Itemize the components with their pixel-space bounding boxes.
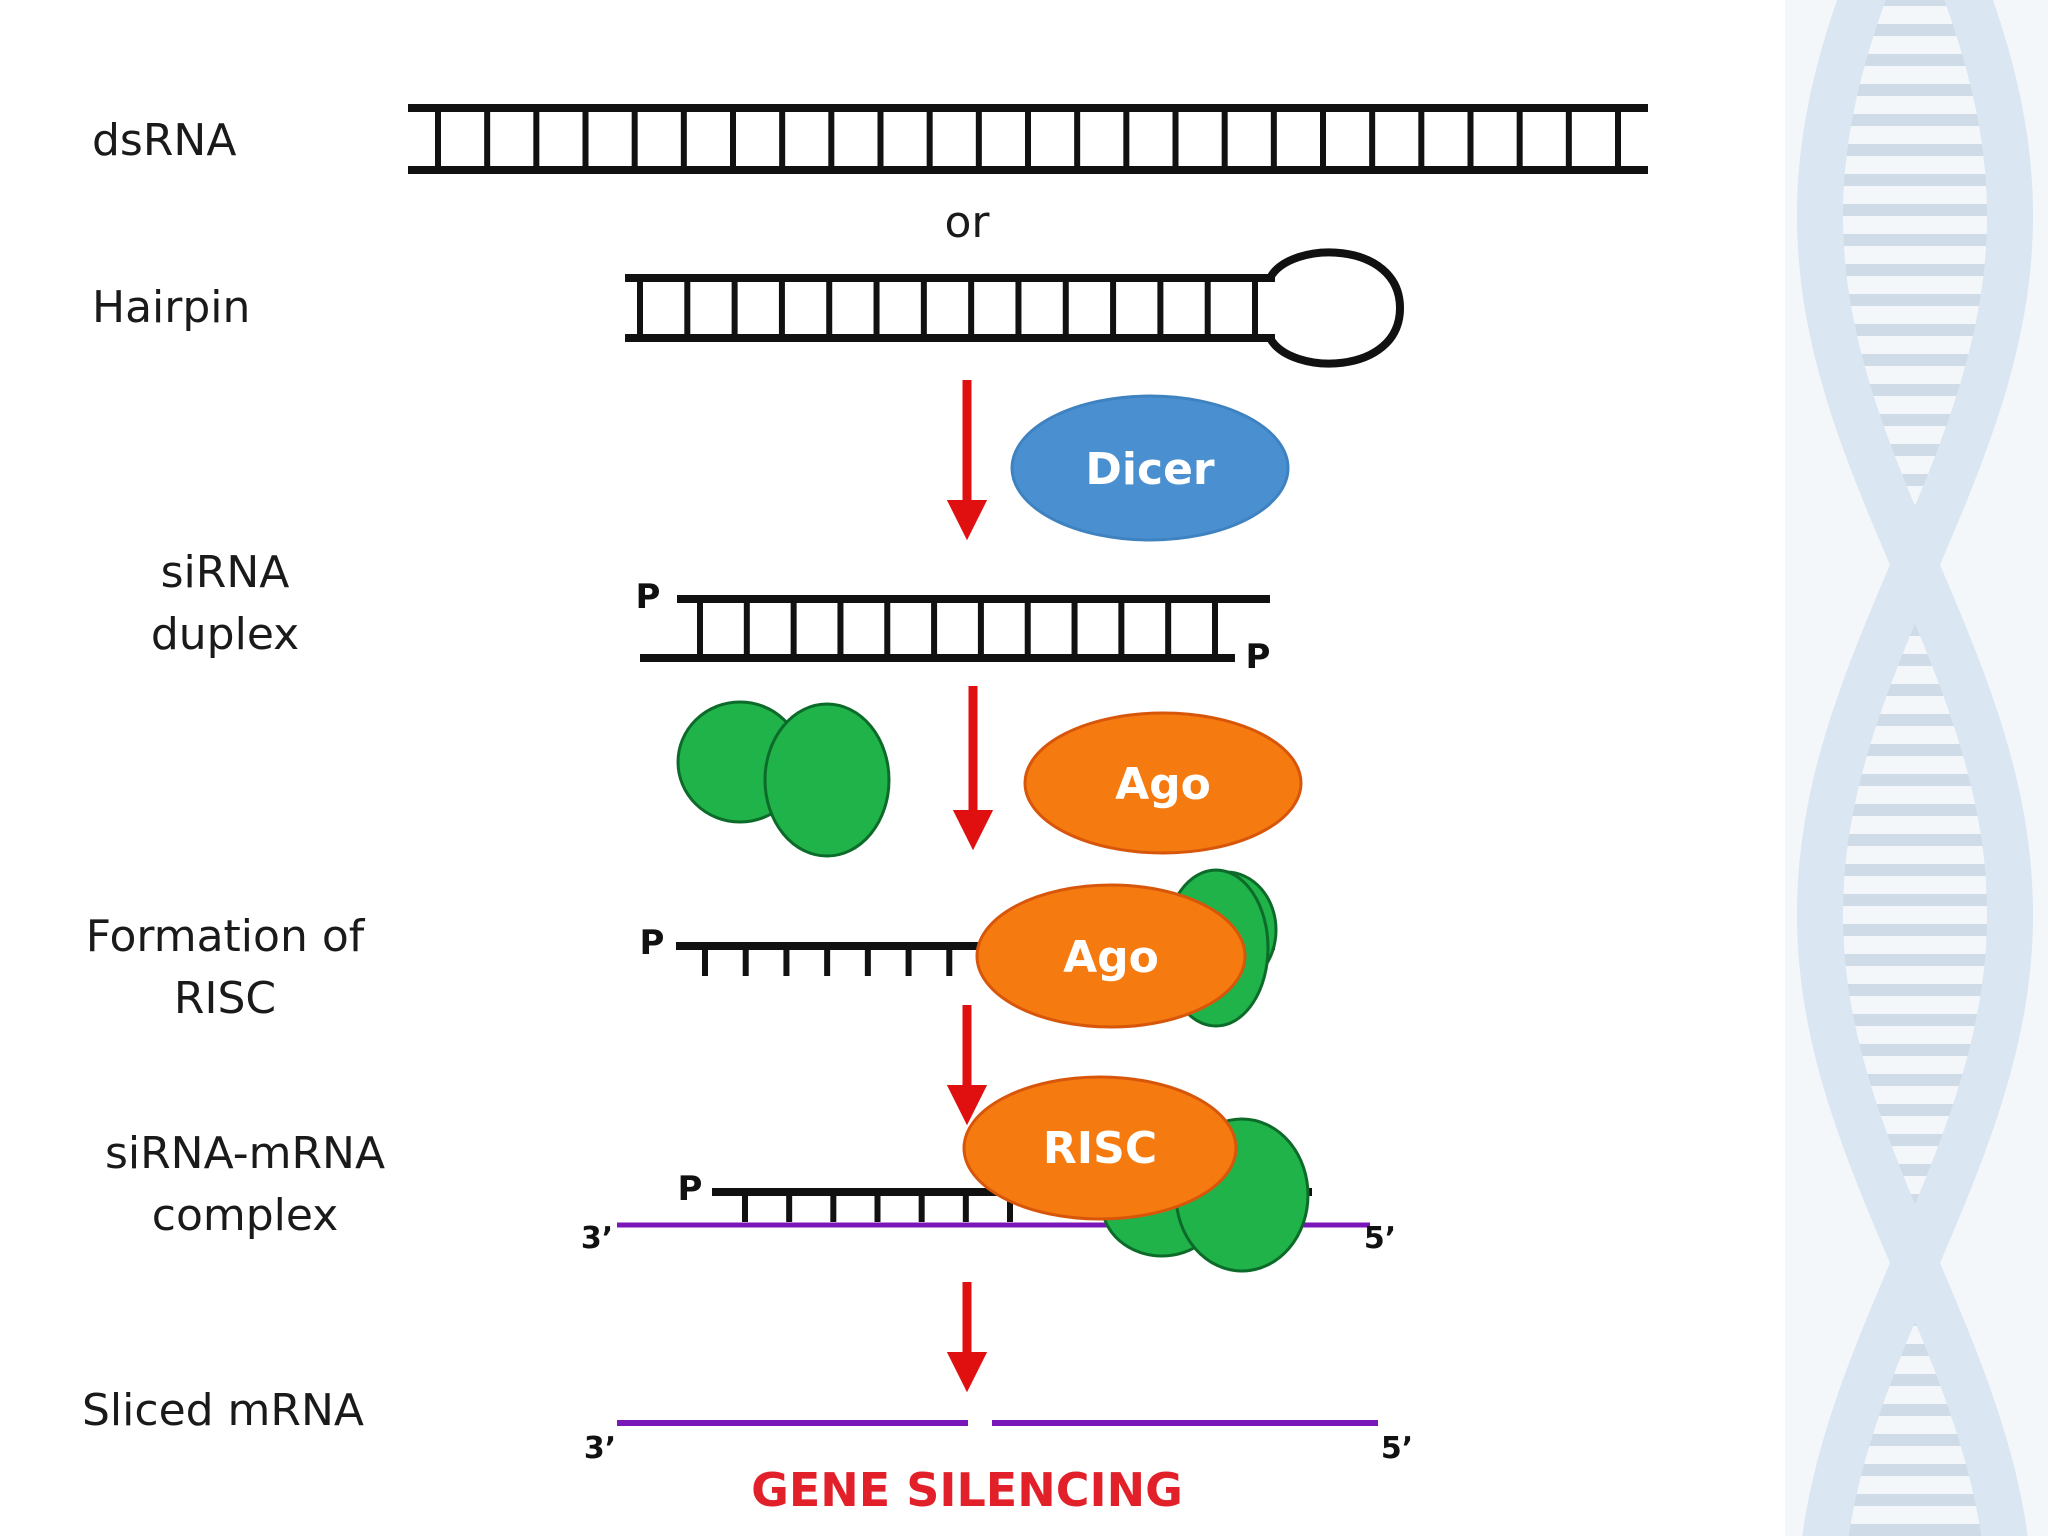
partner-proteins [676, 700, 891, 858]
label-sirna-duplex-line1: siRNA [160, 547, 290, 598]
or-connector: or [944, 197, 990, 248]
dicer-enzyme: Dicer [1010, 394, 1290, 542]
dsrna-molecule [408, 104, 1648, 174]
label-sliced-mrna-text: Sliced mRNA [82, 1385, 365, 1436]
risc-formation-complex: P Ago [640, 868, 1278, 1029]
ago-bound-label: Ago [1063, 932, 1159, 983]
label-risc-formation-line1: Formation of [85, 911, 365, 962]
sliced-3prime-marker: 3’ [584, 1431, 616, 1466]
sirna-mrna-complex: P 3’ 5’ RISC [581, 1075, 1396, 1273]
label-sirna-duplex-line2: duplex [150, 609, 300, 660]
mrna-5prime-marker: 5’ [1364, 1221, 1396, 1256]
label-sirna-mrna-complex: siRNA-mRNA complex [60, 1123, 430, 1247]
ago-protein-free: Ago [1023, 711, 1303, 855]
label-sirna-duplex: siRNA duplex [110, 542, 340, 666]
label-sliced-mrna: Sliced mRNA [82, 1380, 364, 1442]
phosphate-marker-complex: P [678, 1169, 703, 1209]
dicer-label: Dicer [1085, 444, 1215, 495]
phosphate-marker-top: P [636, 577, 661, 617]
single-strand-bases [702, 946, 993, 976]
phosphate-marker-bottom: P [1246, 637, 1271, 677]
dna-helix-background-icon [1785, 0, 2048, 1536]
sirna-duplex-molecule: P P [636, 577, 1271, 677]
label-complex-line1: siRNA-mRNA [104, 1128, 386, 1179]
label-hairpin: Hairpin [92, 277, 250, 339]
mrna-3prime-marker: 3’ [581, 1221, 613, 1256]
hairpin-molecule [625, 248, 1405, 368]
ago-free-label: Ago [1115, 759, 1211, 810]
sirna-bases [742, 1192, 1013, 1222]
label-dsrna: dsRNA [92, 110, 236, 172]
label-complex-line2: complex [151, 1190, 339, 1241]
sliced-5prime-marker: 5’ [1381, 1431, 1413, 1466]
label-dsrna-text: dsRNA [92, 115, 237, 166]
risc-label: RISC [1043, 1123, 1157, 1174]
label-risc-formation: Formation of RISC [40, 906, 410, 1030]
hairpin-base-pairs [637, 278, 1258, 338]
label-hairpin-text: Hairpin [92, 282, 251, 333]
phosphate-marker-risc: P [640, 923, 665, 963]
label-risc-formation-line2: RISC [173, 973, 277, 1024]
gene-silencing-result: GENE SILENCING [751, 1463, 1183, 1517]
dsrna-base-pairs [435, 108, 1621, 170]
sliced-mrna: 3’ 5’ [584, 1420, 1413, 1466]
sirna-base-pairs [697, 599, 1218, 658]
